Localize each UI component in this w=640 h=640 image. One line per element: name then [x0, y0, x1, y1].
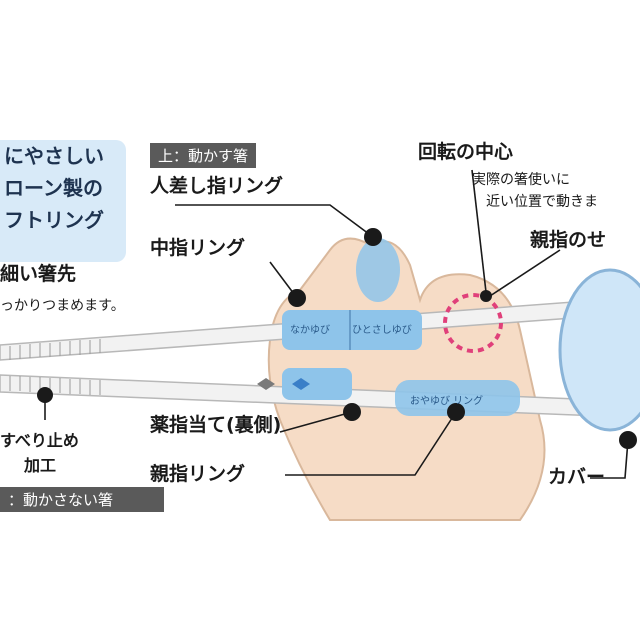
promo-line: フトリング	[4, 208, 104, 232]
rotation-center-marker	[443, 293, 503, 353]
rotation-center-label: 回転の中心	[418, 141, 514, 163]
upper-chopstick-tag: 上：動かす箸	[150, 143, 257, 168]
pointer-lines	[44, 169, 629, 479]
thumb-ring-label: 親指リング	[150, 463, 246, 485]
promo-box: にやさしい ローン製の フトリング	[0, 140, 126, 262]
promo-line: にやさしい	[4, 144, 104, 168]
thumb-ring	[395, 380, 520, 416]
promo-line: ローン製の	[4, 176, 103, 200]
index-finger-ring	[356, 238, 400, 302]
nonslip-label-1: すべり止め	[0, 431, 79, 450]
ring-finger-rest	[282, 368, 352, 400]
rotation-note-line-1: 実際の箸使いに	[472, 172, 570, 188]
ring-finger-label: 薬指当て(裏側)	[150, 414, 282, 436]
tip-label: 細い箸先	[0, 263, 77, 285]
cover	[558, 268, 640, 432]
index-ring-text: ひとさしゆび	[352, 325, 412, 336]
diamond-marker-blue	[292, 378, 310, 390]
nonslip-label-2: 加工	[24, 456, 57, 475]
pointer-dots	[37, 228, 637, 449]
rotation-note-line-2: 近い位置で動きま	[486, 194, 598, 210]
tip-note: っかりつまめます。	[0, 298, 125, 314]
cover-label: カバー	[548, 466, 606, 488]
middle-ring-label: 中指リング	[150, 237, 246, 259]
diamond-marker-gray	[257, 378, 275, 390]
index-ring-label: 人差し指リング	[150, 175, 284, 197]
thumb-ring-text: おやゆび リング	[410, 396, 484, 407]
middle-ring-text: なかゆび	[290, 325, 330, 336]
thumb-rest-label: 親指のせ	[530, 229, 607, 251]
nonslip-texture	[9, 339, 101, 395]
middle-finger-ring	[282, 310, 422, 350]
lower-chopstick-tag: ：動かさない箸	[0, 487, 164, 512]
